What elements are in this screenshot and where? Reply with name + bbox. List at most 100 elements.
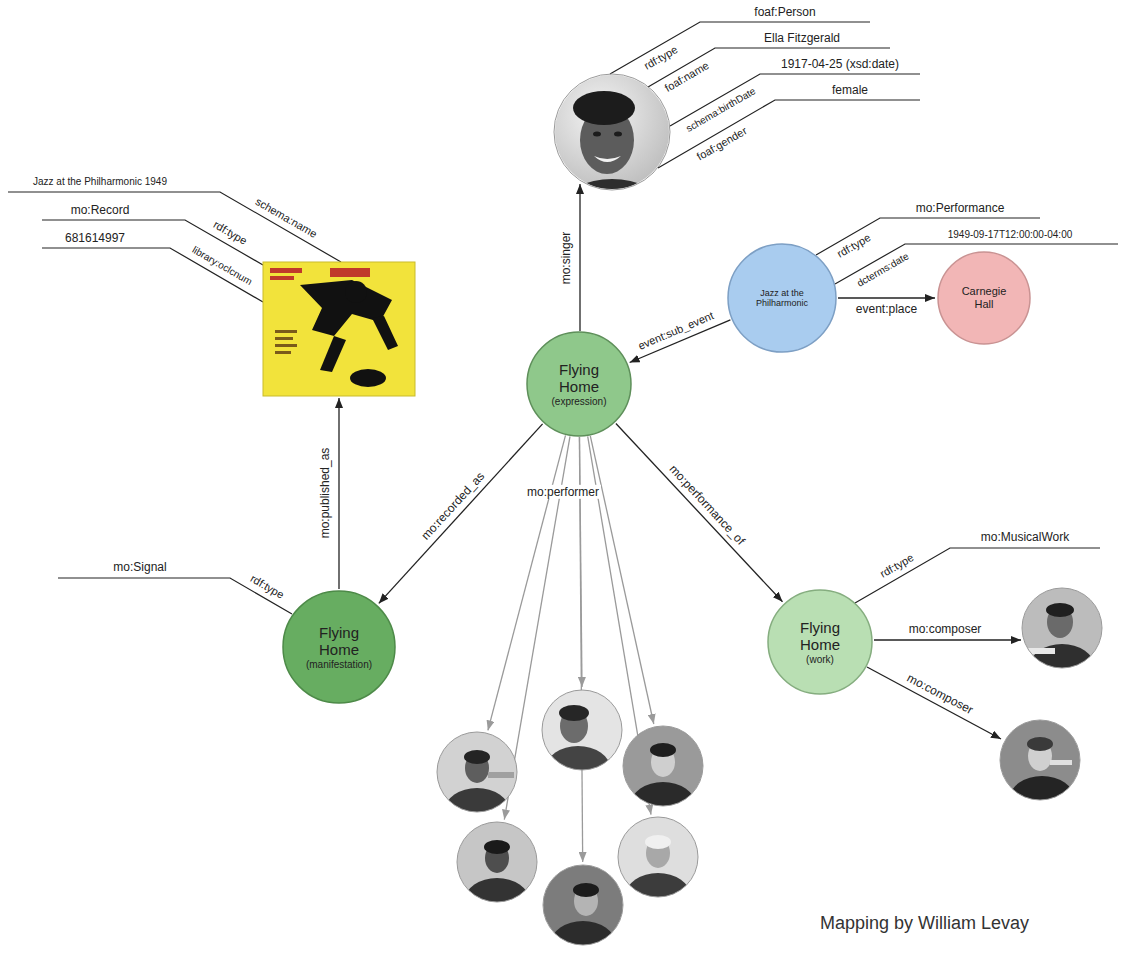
node-title: Carnegie Hall <box>956 285 1012 310</box>
property-value: foaf:Person <box>752 5 817 19</box>
composer-photo <box>1046 603 1074 617</box>
performer-photo <box>464 750 490 764</box>
composer-photo <box>1050 760 1072 765</box>
property-arrow <box>339 184 1021 739</box>
node-title: Flying Home <box>542 361 616 396</box>
node-title: Jazz at the Philharmonic <box>744 288 821 309</box>
property-name: mo:published_as <box>318 446 332 541</box>
singer-photo <box>554 74 670 190</box>
composer-photo <box>1022 588 1102 668</box>
property-arrow <box>867 667 1001 739</box>
property-arrow <box>579 184 580 331</box>
composer-photo <box>1000 588 1102 820</box>
property-name: dcterms:date <box>853 249 913 290</box>
relation-label: mo:recorded_as <box>417 468 489 545</box>
performer-photo <box>484 840 510 854</box>
performer-photo <box>542 690 622 770</box>
record-cover <box>263 262 415 396</box>
singer-photo <box>564 179 660 231</box>
singer-photo <box>554 74 670 231</box>
singer-photo <box>554 74 670 231</box>
performer-photo <box>618 817 698 917</box>
property-value: 681614997 <box>63 231 127 245</box>
composer-photo <box>1027 737 1053 751</box>
performer-arrow <box>579 437 582 862</box>
record-cover <box>372 316 398 350</box>
singer-photo <box>594 156 621 162</box>
node-outline <box>728 244 836 352</box>
property-value: mo:Signal <box>111 560 168 574</box>
performer-arrow <box>590 436 654 724</box>
property-name: foaf:name <box>661 58 713 96</box>
performer-photo <box>437 732 517 832</box>
expression-circle: Flying Home(expression) <box>526 331 632 437</box>
place-circle: Carnegie Hall <box>937 251 1031 345</box>
node-text: Flying Home(manifestation) <box>299 624 379 670</box>
singer-photo <box>593 132 601 137</box>
node-outline <box>938 252 1030 344</box>
performer-photo <box>543 865 623 965</box>
record-cover <box>275 330 297 333</box>
credit-caption: Mapping by William Levay <box>820 913 1029 934</box>
record-cover <box>345 281 367 303</box>
relation-arrow <box>838 297 935 298</box>
node-subtitle: (expression) <box>542 396 616 408</box>
performer-photo <box>559 705 589 721</box>
composer-photo <box>1000 720 1080 820</box>
property-name: library:oclcnum <box>188 242 256 288</box>
property-name: rdf:type <box>246 571 288 603</box>
performer-photo <box>623 726 703 806</box>
performer-photo <box>437 690 703 965</box>
performer-photo <box>457 822 537 902</box>
property-value: 1917-04-25 (xsd:date) <box>779 57 901 71</box>
property-leader <box>8 192 341 262</box>
relation-label: mo:performance_of <box>665 461 749 550</box>
node-subtitle: (work) <box>783 654 857 666</box>
performer-photo <box>457 822 537 922</box>
property-arrow <box>338 398 339 589</box>
manifestation-circle: Flying Home(manifestation) <box>282 590 396 704</box>
property-name: rdf:type <box>876 550 918 582</box>
record-cover <box>275 337 293 340</box>
work-circle: Flying Home(work) <box>767 589 873 695</box>
record-cover <box>275 344 297 347</box>
relation-label: event:place <box>854 302 919 316</box>
performer-photo <box>650 743 676 757</box>
property-leader <box>658 100 920 168</box>
property-name: foaf:gender <box>693 123 751 164</box>
composer-photo <box>1000 720 1080 800</box>
record-cover <box>263 262 415 396</box>
node-text: Jazz at the Philharmonic <box>744 288 821 309</box>
performer-photo <box>546 746 610 790</box>
property-value: Ella Fitzgerald <box>762 31 842 45</box>
property-name: mo:composer <box>903 670 978 719</box>
composer-photo <box>1022 588 1102 688</box>
property-value: female <box>830 83 870 97</box>
performer-photo <box>465 878 529 922</box>
record-cover <box>350 369 386 387</box>
record-cover <box>270 268 302 273</box>
property-name: rdf:type <box>209 217 251 249</box>
property-name: rdf:type <box>640 42 682 74</box>
node-text: Carnegie Hall <box>956 285 1012 310</box>
relation-arrow <box>379 424 543 604</box>
property-name: rdf:type <box>833 230 875 262</box>
node-title: Flying Home <box>299 624 379 659</box>
node-subtitle: (manifestation) <box>299 659 379 671</box>
performer-photo <box>488 772 514 778</box>
record-cover <box>275 351 291 354</box>
property-value: mo:Record <box>69 203 132 217</box>
property-name: mo:performer <box>525 485 601 499</box>
property-name: mo:composer <box>907 622 984 636</box>
property-name: schema:name <box>251 194 321 242</box>
record-cover <box>330 268 370 277</box>
node-outline <box>283 591 395 703</box>
relation-arrow <box>616 424 783 602</box>
node-outline <box>527 332 631 436</box>
performer-photo <box>645 835 671 849</box>
property-arrow <box>874 639 1021 640</box>
property-name: schema:birthDate <box>682 84 759 136</box>
property-leader <box>8 22 1118 614</box>
property-value: mo:MusicalWork <box>979 530 1071 544</box>
